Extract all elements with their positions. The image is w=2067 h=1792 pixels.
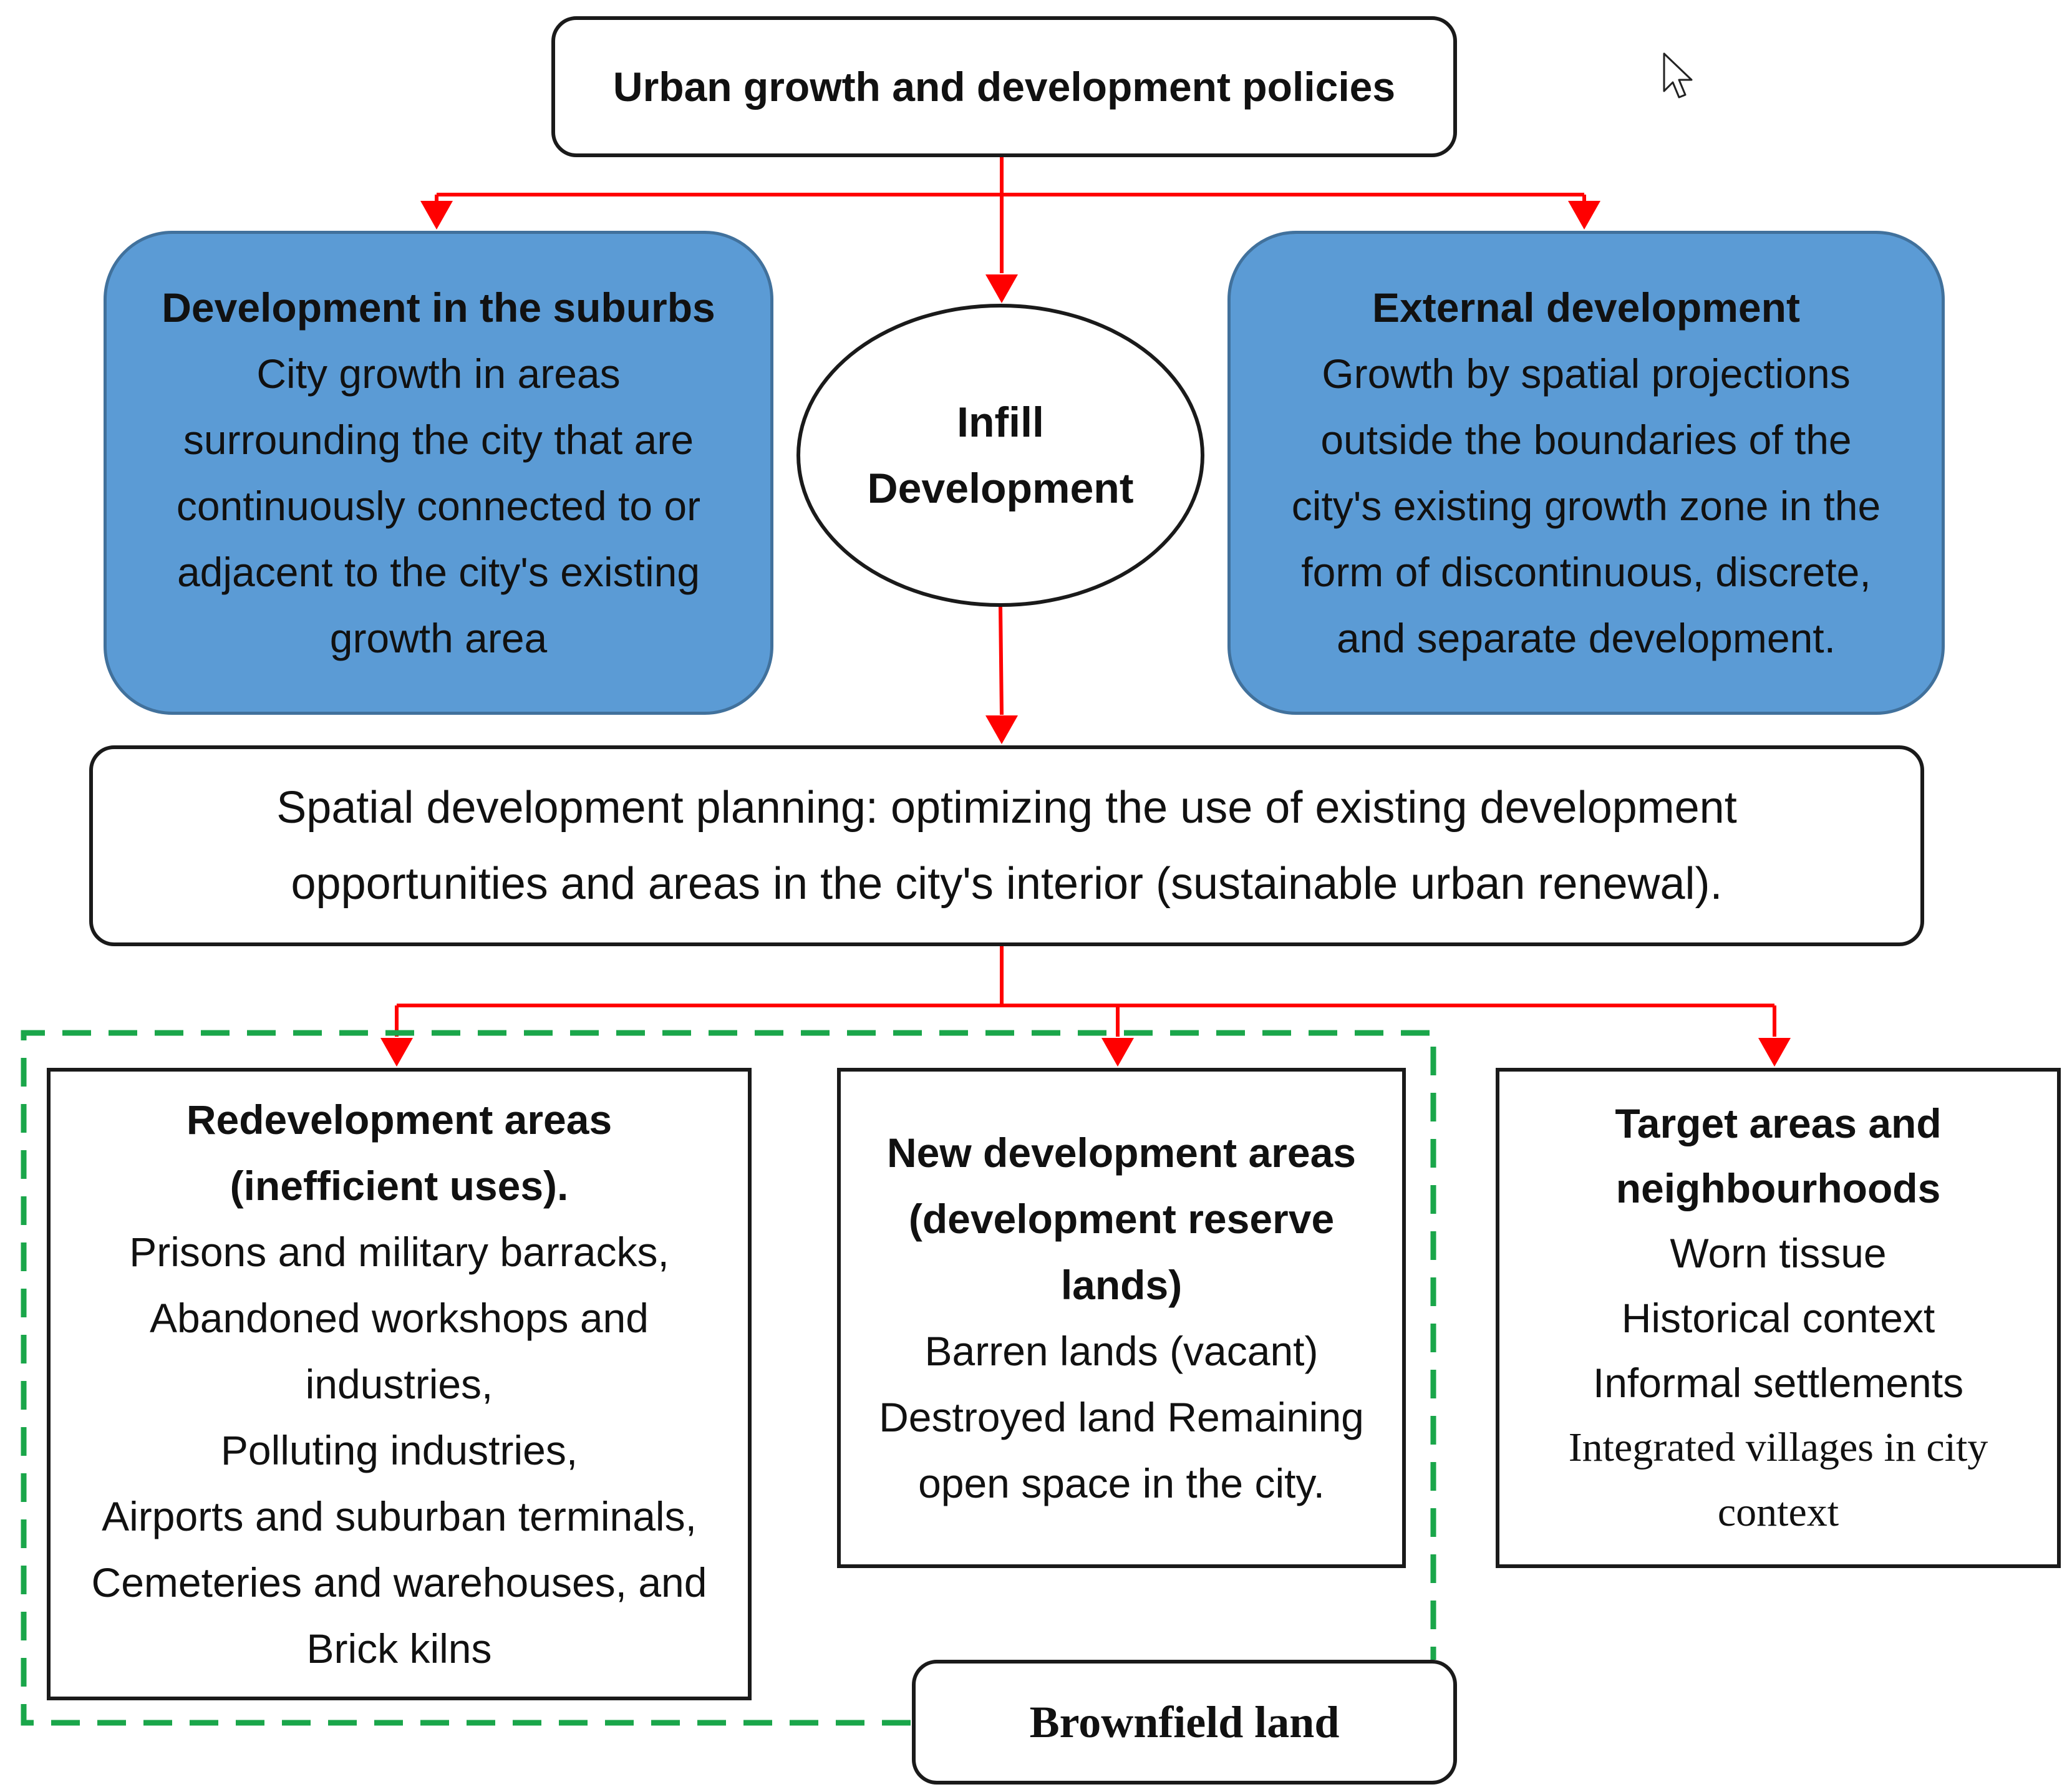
node-text-line: open space in the city. (918, 1460, 1325, 1506)
node-title-line: Development (867, 465, 1134, 512)
node-title: Brownfield land (1029, 1697, 1340, 1747)
node-title: External development (1372, 284, 1800, 331)
node-title-line: lands) (1060, 1262, 1183, 1308)
node-text-line: Brick kilns (306, 1625, 492, 1672)
arrowhead-redevelopment (380, 1038, 413, 1067)
edge-infill-to-spatial (999, 606, 1004, 715)
node-title-line: (inefficient uses). (230, 1163, 569, 1209)
node-text-line: Worn tissue (1670, 1230, 1887, 1276)
node-text-line: Integrated villages in city (1568, 1425, 1988, 1470)
node-development-in-suburbs: Development in the suburbs City growth i… (104, 231, 773, 715)
node-title-line: Infill (957, 399, 1044, 446)
node-external-development: External development Growth by spatial p… (1227, 231, 1945, 715)
node-title: Urban growth and development policies (612, 64, 1396, 110)
node-text-line: Prisons and military barracks, (129, 1229, 669, 1275)
node-urban-growth-policies: Urban growth and development policies (551, 16, 1457, 157)
node-text-line: Airports and suburban terminals, (102, 1493, 697, 1539)
arrowhead-spatial (985, 715, 1018, 744)
node-text-line: Historical context (1621, 1295, 1935, 1341)
group-layer (21, 1030, 1436, 1726)
node-text-line: Spatial development planning: optimizing… (276, 783, 1737, 833)
node-text-line: continuously connected to or (176, 483, 701, 529)
brownfield-group-outline (21, 1030, 1436, 1726)
node-text-line: and separate development. (1337, 615, 1836, 661)
node-redevelopment-areas: Redevelopment areas (inefficient uses). … (47, 1068, 752, 1700)
arrowhead-new-development (1101, 1038, 1134, 1067)
node-target-areas: Target areas and neighbourhoods Worn tis… (1496, 1068, 2061, 1568)
node-title-line: neighbourhoods (1615, 1165, 1941, 1211)
node-text-line: Abandoned workshops and (150, 1295, 649, 1341)
arrowhead-suburbs (420, 201, 453, 230)
node-text-line: Cemeteries and warehouses, and (91, 1559, 707, 1606)
node-title-line: Redevelopment areas (186, 1097, 612, 1143)
node-text-line: growth area (329, 615, 548, 661)
node-title-line: (development reserve (908, 1196, 1335, 1242)
node-text-line: Informal settlements (1592, 1360, 1964, 1406)
node-text-line: city's existing growth zone in the (1291, 483, 1881, 529)
node-text-line: form of discontinuous, discrete, (1301, 549, 1871, 595)
node-text-line: surrounding the city that are (183, 417, 694, 463)
arrowhead-infill (985, 274, 1018, 303)
node-text-line: outside the boundaries of the (1320, 417, 1852, 463)
node-title: Development in the suburbs (162, 284, 715, 331)
node-text-line: context (1717, 1489, 1839, 1535)
arrowhead-external (1568, 201, 1600, 230)
mouse-pointer-icon (1663, 52, 1693, 99)
node-infill-development: Infill Development (796, 304, 1204, 607)
edge-layer (380, 157, 1791, 1067)
node-text-line: City growth in areas (256, 351, 621, 397)
node-text-line: Growth by spatial projections (1322, 351, 1851, 397)
node-spatial-development-planning: Spatial development planning: optimizing… (89, 745, 1924, 946)
node-text-line: opportunities and areas in the city's in… (291, 859, 1723, 909)
node-text-line: adjacent to the city's existing (177, 549, 700, 595)
node-brownfield-land: Brownfield land (912, 1660, 1457, 1785)
node-title-line: New development areas (887, 1130, 1356, 1176)
arrowhead-target (1758, 1038, 1791, 1067)
cursor-layer (1663, 52, 1693, 99)
node-text-line: Destroyed land Remaining (879, 1394, 1364, 1440)
node-text-line: Barren lands (vacant) (924, 1328, 1319, 1374)
node-text-line: industries, (305, 1361, 493, 1407)
node-new-development-areas: New development areas (development reser… (837, 1068, 1406, 1568)
node-title-line: Target areas and (1615, 1100, 1942, 1146)
node-text-line: Polluting industries, (220, 1427, 578, 1473)
